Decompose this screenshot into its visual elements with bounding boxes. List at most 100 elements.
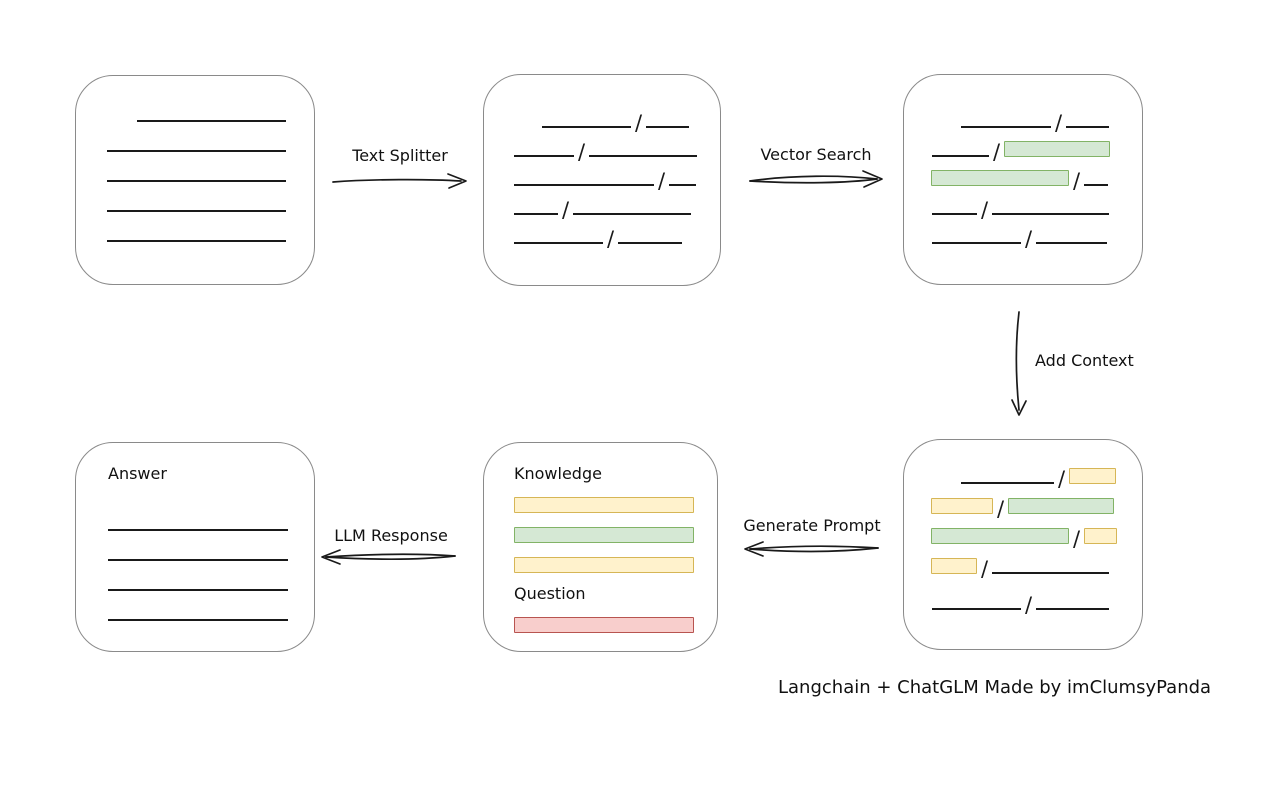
content-row: Question [484,584,717,603]
slash-separator: / [1058,467,1066,491]
text-line [542,126,631,128]
text-line [932,155,989,157]
content-row [484,526,717,543]
content-row [76,514,314,531]
content-row: / [904,527,1142,550]
text-line [107,180,286,182]
content-row [76,105,314,122]
text-splitter-arrow [332,173,467,189]
llm-response-arrow [321,549,456,565]
text-line [589,155,698,157]
text-line [961,126,1051,128]
content-row [76,225,314,242]
text-line [932,608,1021,610]
content-row: / [484,111,720,134]
content-row: / [904,467,1142,490]
green-highlight-bar [931,170,1069,186]
content-row: / [904,169,1142,192]
slash-separator: / [1025,593,1033,617]
content-row: / [484,169,720,192]
content-row: / [904,593,1142,616]
add-context-label: Add Context [1035,351,1134,370]
slash-separator: / [997,497,1005,521]
document-box [75,75,315,285]
content-row [484,616,717,633]
text-line [932,242,1021,244]
yellow-highlight-bar [1084,528,1118,544]
text-line [107,240,286,242]
yellow-highlight-bar [514,497,694,513]
vector-matched-box: / / / / / [903,74,1143,285]
content-row: / [484,198,720,221]
content-row: / [904,111,1142,134]
slash-separator: / [981,557,989,581]
text-splitter-label: Text Splitter [352,146,448,165]
slash-separator: / [993,140,1001,164]
context-box: / / / / / [903,439,1143,650]
slash-separator: / [607,227,615,251]
text-line [932,213,977,215]
content-row [76,604,314,621]
slash-separator: / [1055,111,1063,135]
content-row: / [904,198,1142,221]
knowledge-label: Knowledge [514,464,602,483]
text-line [108,559,288,561]
yellow-highlight-bar [931,558,977,574]
content-row [76,574,314,591]
text-line [514,155,574,157]
text-line [1066,126,1110,128]
text-line [108,589,288,591]
text-line [669,184,697,186]
content-row [76,135,314,152]
text-line [1036,242,1108,244]
yellow-highlight-bar [514,557,694,573]
text-line [646,126,690,128]
text-line [992,213,1110,215]
content-row [76,195,314,212]
generate-prompt-arrow [744,541,879,557]
slash-separator: / [578,140,586,164]
slash-separator: / [635,111,643,135]
split-chunks-box: / / / / / [483,74,721,286]
text-line [1084,184,1109,186]
yellow-highlight-bar [931,498,993,514]
text-line [573,213,692,215]
green-highlight-bar [514,527,694,543]
question-label: Question [514,584,586,603]
content-row [76,544,314,561]
content-row [484,496,717,513]
content-row [76,165,314,182]
content-row: Knowledge [484,464,717,483]
slash-separator: / [562,198,570,222]
slash-separator: / [1073,527,1081,551]
vector-search-label: Vector Search [760,145,872,164]
text-line [618,242,683,244]
llm-response-label: LLM Response [334,526,448,545]
content-row: / [904,227,1142,250]
text-line [137,120,286,122]
slash-separator: / [658,169,666,193]
text-line [1036,608,1110,610]
text-line [107,150,286,152]
text-line [107,210,286,212]
green-highlight-bar [1008,498,1115,514]
text-line [108,619,288,621]
content-row: / [904,140,1142,163]
content-row: / [904,497,1142,520]
answer-box: Answer [75,442,315,652]
slash-separator: / [981,198,989,222]
text-line [514,184,654,186]
content-row: Answer [76,465,314,483]
text-line [514,213,558,215]
content-row: / [904,557,1142,580]
yellow-highlight-bar [1069,468,1117,484]
content-row: / [484,140,720,163]
add-context-arrow [1011,311,1027,416]
text-line [108,529,288,531]
red-highlight-bar [514,617,694,633]
text-line [514,242,603,244]
slash-separator: / [1025,227,1033,251]
credit-caption: Langchain + ChatGLM Made by imClumsyPand… [778,677,1212,698]
